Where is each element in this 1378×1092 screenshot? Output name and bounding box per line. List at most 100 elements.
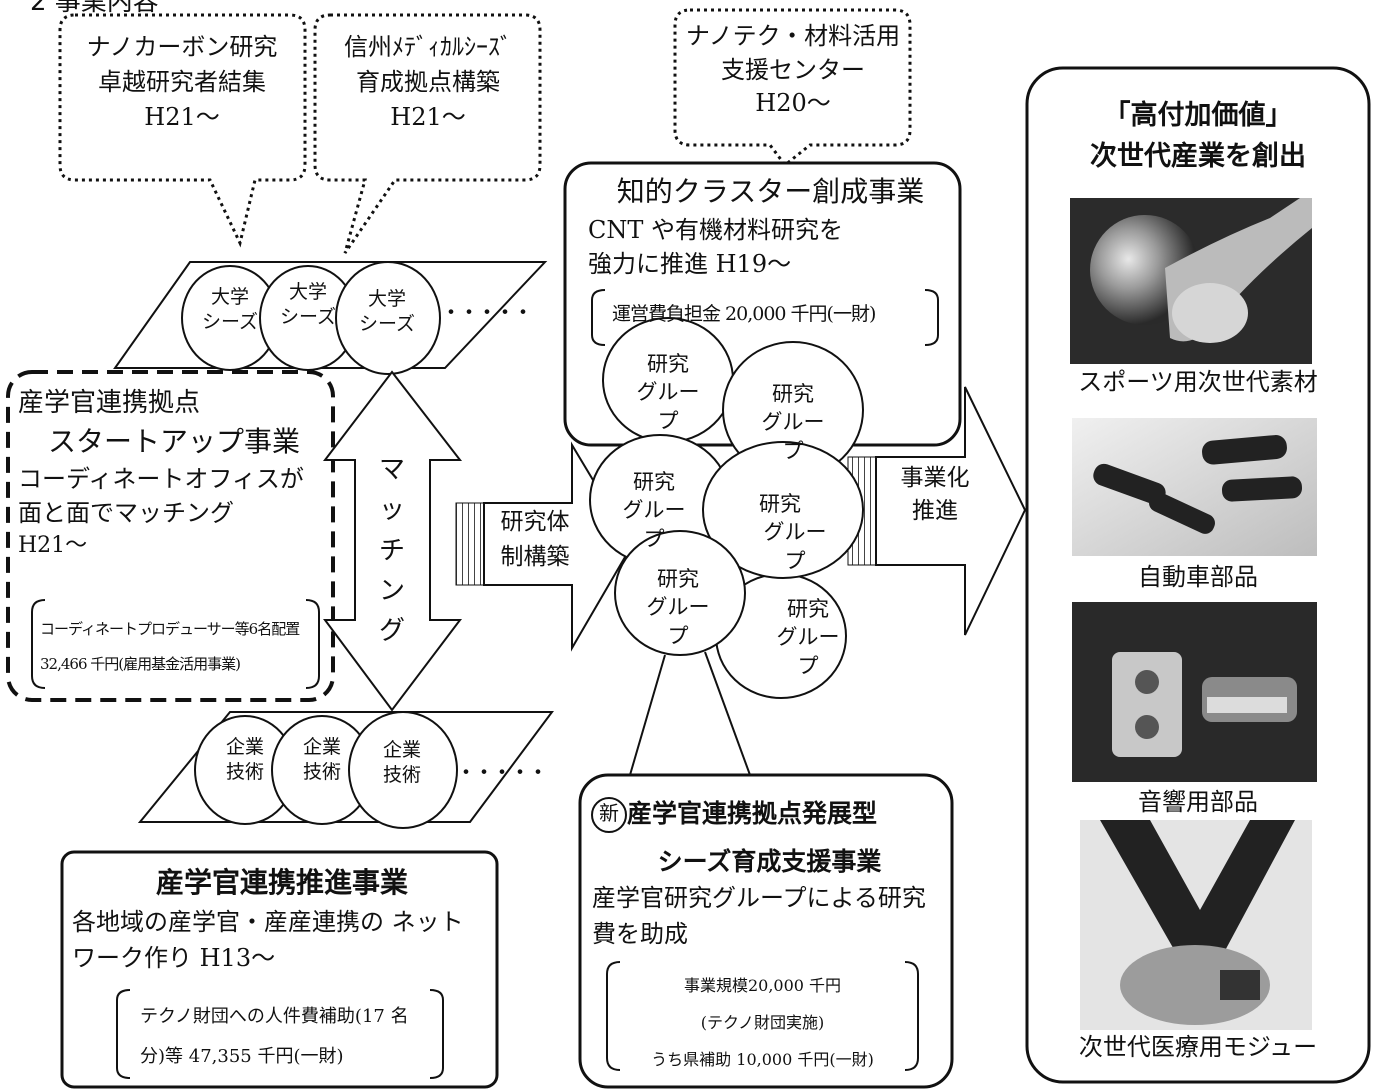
startup-note: コーディネートプロデューサー等6名配置 32,466 千円(雇用基金活用事業): [40, 612, 315, 681]
bubble-nanotech-shape: [673, 8, 912, 168]
matching-char: ッ: [378, 495, 405, 526]
company-tech-ellipsis: ・・・・・: [455, 761, 549, 786]
bubble-nano-carbon-line1: ナノカーボン研究: [86, 33, 278, 61]
startup-title-2: スタートアップ事業: [48, 424, 301, 458]
group-label-top: 研究: [657, 567, 699, 591]
promotion-desc-1: 各地域の産学官・産産連携の ネット: [72, 908, 464, 936]
group-label-bottom: グループ: [761, 410, 825, 463]
university-seed-circle: 大学 シーズ: [347, 287, 427, 336]
golf-ball-photo: [1070, 198, 1312, 364]
group-label-bottom: グループ: [636, 380, 700, 433]
research-group: 研究 グループ: [768, 595, 848, 680]
circle-label-top: 企業: [225, 736, 264, 758]
value-item-label: 自動車部品: [1138, 563, 1258, 591]
group-label-top: 研究: [787, 597, 829, 621]
promotion-note-2: 分)等 47,355 千円(一財): [140, 1045, 344, 1067]
research-group: 研究 グループ: [628, 350, 708, 435]
matching-char: ン: [378, 575, 405, 606]
circle-label-top: 企業: [302, 736, 341, 758]
promotion-desc-2: ワーク作り H13〜: [72, 944, 276, 972]
new-mark: 新: [599, 801, 619, 825]
promotion-note-1: テクノ財団への人件費補助(17 名: [140, 1006, 409, 1027]
company-tech-circle: 企業 技術: [362, 738, 442, 787]
matching-label: マ ッ チ ン グ: [372, 450, 412, 651]
bubble-nanotech-line1: ナノテク・材料活用: [685, 22, 901, 50]
new-seeds-note-1: 事業規模20,000 千円: [683, 976, 842, 995]
new-seeds-note-3: うち県補助 10,000 千円(一財): [651, 1049, 874, 1069]
value-title-1: 「高付加価値」: [1103, 100, 1293, 131]
new-seeds-frame: [578, 773, 954, 1089]
circle-label-bottom: 技術: [302, 760, 341, 783]
new-seeds-desc-1: 産学官研究グループによる研究: [592, 884, 926, 912]
bubble-nano-carbon: ナノカーボン研究 卓越研究者結集 H21〜: [62, 30, 302, 134]
startup-note-2: 32,466 千円(雇用基金活用事業): [40, 654, 241, 673]
circle-label-bottom: シーズ: [201, 310, 259, 333]
commercialize-line2: 推進: [912, 498, 958, 525]
commercialize-line1: 事業化: [900, 465, 970, 491]
value-item-label: 音響用部品: [1138, 788, 1258, 816]
company-tech-circle: 企業 技術: [287, 735, 357, 784]
research-group: 研究 グループ: [638, 565, 718, 650]
new-seeds-note-2: (テクノ財団実施): [700, 1012, 825, 1032]
startup-year: H21〜: [18, 532, 88, 558]
promotion-box-frame: [60, 850, 499, 1089]
circle-label-top: 大学: [288, 281, 327, 303]
intellectual-cluster-box: 知的クラスター創成事業 CNT や有機材料研究を 強力に推進 H19〜: [588, 172, 953, 282]
startup-box: 産学官連携拠点 スタートアップ事業 コーディネートオフィスが 面と面でマッチング…: [18, 385, 330, 561]
bubble-nanotech-year: H20〜: [755, 89, 831, 118]
medical-module-photo: [1080, 820, 1312, 1030]
research-build-arrow: 研究体 制構築: [490, 505, 580, 574]
group-label-top: 研究: [772, 382, 814, 406]
matching-char: マ: [378, 455, 405, 485]
matching-char: グ: [378, 616, 405, 647]
bubble-shinshu-line2: 育成拠点構築: [356, 67, 500, 96]
new-seeds-box: 産学官連携拠点発展型 シーズ育成支援事業 産学官研究グループによる研究 費を助成: [592, 795, 947, 952]
bubble-shinshu-medical: 信州ﾒﾃﾞｨｶﾙｼｰｽﾞ 育成拠点構築 H21〜: [318, 30, 538, 134]
cluster-desc-2: 強力に推進 H19〜: [588, 250, 792, 279]
startup-box-frame: [6, 370, 335, 702]
promotion-title: 産学官連携推進事業: [155, 866, 408, 899]
auto-parts-photo: [1072, 418, 1317, 556]
cluster-desc-1: CNT や有機材料研究を: [588, 215, 843, 244]
group-label-bottom: グループ: [763, 520, 827, 573]
circle-label-top: 企業: [382, 739, 421, 761]
research-group: 研究 グループ: [753, 380, 833, 465]
university-seeds-ellipsis: ・・・・・: [440, 301, 534, 326]
startup-note-1: コーディネートプロデューサー等6名配置: [40, 620, 300, 638]
research-build-line2: 制構築: [500, 543, 570, 570]
new-seeds-title-1: 産学官連携拠点発展型: [627, 799, 878, 828]
bubble-nanotech-line2: 支援センター: [721, 55, 865, 84]
bubble-shinshu-year: H21〜: [390, 102, 466, 131]
commercialize-arrow: 事業化 推進: [890, 462, 980, 529]
company-tech-circle: 企業 技術: [210, 735, 280, 784]
new-seeds-title-2: シーズ育成支援事業: [657, 846, 882, 876]
bubble-nano-carbon-line2: 卓越研究者結集: [98, 67, 266, 96]
group-label-bottom: グループ: [622, 498, 686, 551]
page-heading: 2 事業内容: [30, 0, 159, 17]
bubble-nano-carbon-year: H21〜: [144, 102, 220, 131]
group-label-top: 研究: [633, 470, 675, 494]
circle-label-bottom: シーズ: [358, 312, 416, 335]
circle-label-top: 大学: [210, 286, 249, 308]
cluster-note: 運営費負担金 20,000 千円(一財): [612, 303, 876, 325]
group-label-bottom: グループ: [646, 595, 710, 648]
circle-label-top: 大学: [367, 288, 406, 310]
research-group: 研究 グループ: [614, 468, 694, 553]
value-panel-title: 「高付加価値」 次世代産業を創出: [1030, 96, 1366, 177]
promotion-note: テクノ財団への人件費補助(17 名 分)等 47,355 千円(一財): [140, 997, 430, 1076]
research-group: 研究 グループ: [730, 490, 830, 575]
research-build-line1: 研究体: [500, 509, 570, 535]
startup-title-1: 産学官連携拠点: [18, 388, 201, 418]
university-seed-circle: 大学 シーズ: [273, 280, 343, 329]
group-label-bottom: グループ: [776, 625, 840, 678]
cluster-title: 知的クラスター創成事業: [616, 175, 925, 208]
matching-arrow-shape: [322, 370, 463, 712]
bubble-nanotech-center: ナノテク・材料活用 支援センター H20〜: [678, 20, 908, 121]
new-seeds-note: 事業規模20,000 千円 (テクノ財団実施) うち県補助 10,000 千円(…: [620, 968, 905, 1078]
value-item-label: 次世代医療用モジュー: [1078, 1033, 1318, 1061]
circle-label-bottom: 技術: [225, 760, 264, 783]
group-label-top: 研究: [647, 352, 689, 376]
university-seed-circle: 大学 シーズ: [195, 285, 265, 334]
startup-desc-2: 面と面でマッチング: [18, 498, 234, 527]
new-seeds-desc-2: 費を助成: [592, 920, 688, 948]
